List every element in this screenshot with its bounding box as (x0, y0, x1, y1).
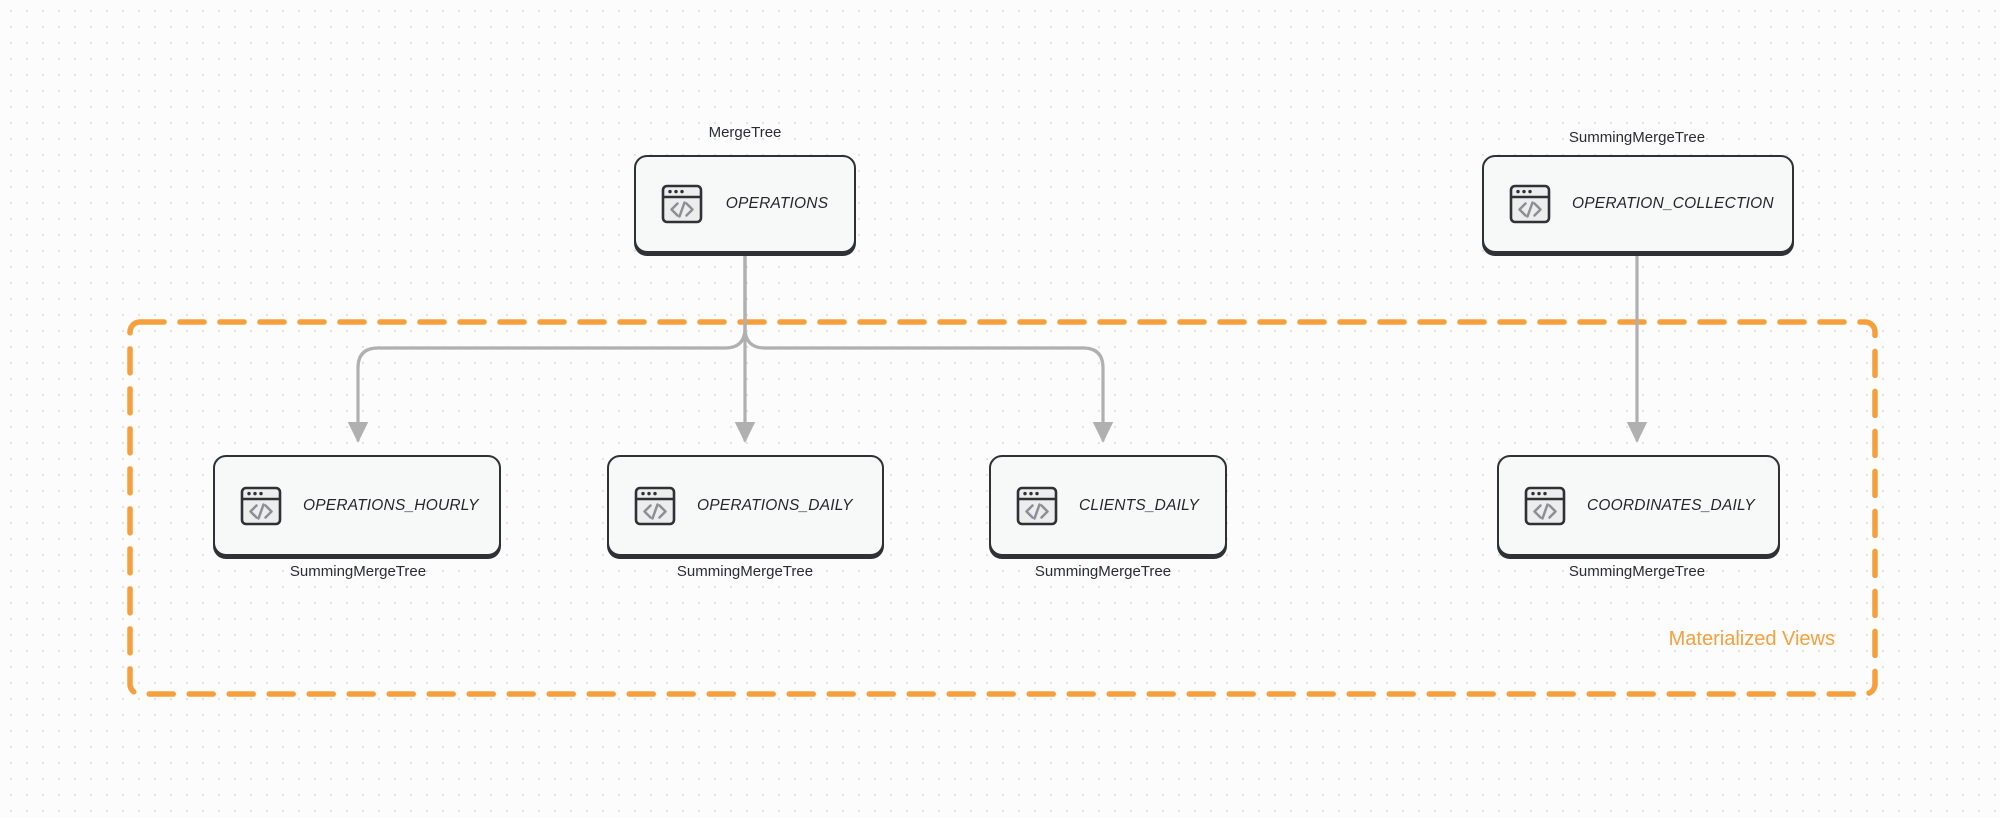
node-clients-daily[interactable]: CLIENTS_DAILY (989, 455, 1227, 556)
node-coordinates-daily[interactable]: COORDINATES_DAILY (1497, 455, 1780, 556)
node-operations-daily[interactable]: OPERATIONS_DAILY (607, 455, 884, 556)
node-label-operations: OPERATIONS (725, 195, 829, 212)
code-window-icon (660, 182, 704, 226)
node-label-operation-collection: OPERATION_COLLECTION (1572, 195, 1774, 212)
node-operation-collection[interactable]: OPERATION_COLLECTION (1482, 155, 1794, 253)
engine-caption-operations-daily: SummingMergeTree (676, 563, 814, 580)
materialized-views-label: Materialized Views (1668, 628, 1835, 650)
node-operations-hourly[interactable]: OPERATIONS_HOURLY (213, 455, 501, 556)
node-label-coordinates-daily: COORDINATES_DAILY (1587, 496, 1755, 514)
code-window-icon (1523, 484, 1567, 528)
node-operations[interactable]: OPERATIONS (634, 155, 856, 253)
engine-caption-operations-hourly: SummingMergeTree (289, 563, 427, 580)
edge-operations-to-clients-daily (743, 253, 1114, 443)
engine-caption-clients-daily: SummingMergeTree (1034, 563, 1172, 580)
code-window-icon (1508, 182, 1552, 226)
engine-caption-coordinates-daily: SummingMergeTree (1568, 563, 1706, 580)
edge-operations-to-operations-hourly (347, 253, 747, 443)
node-label-clients-daily: CLIENTS_DAILY (1079, 496, 1200, 514)
node-label-operations-hourly: OPERATIONS_HOURLY (303, 496, 479, 514)
code-window-icon (239, 484, 283, 528)
engine-caption-operations: MergeTree (708, 124, 782, 141)
code-window-icon (1015, 484, 1059, 528)
engine-caption-operation-collection: SummingMergeTree (1568, 129, 1706, 146)
node-label-operations-daily: OPERATIONS_DAILY (697, 496, 853, 514)
code-window-icon (633, 484, 677, 528)
